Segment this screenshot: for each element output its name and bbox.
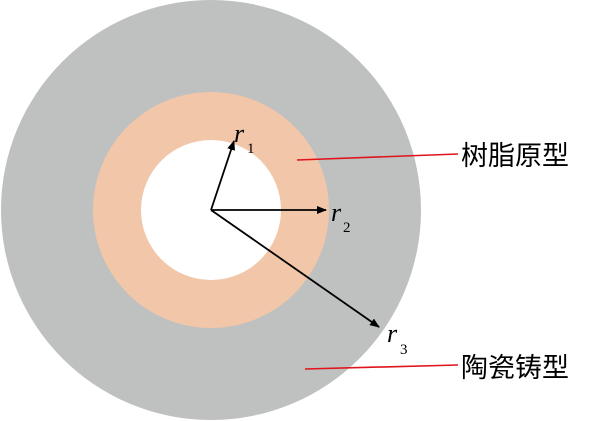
radius-arrow-r3 <box>210 209 380 328</box>
radius-label-r1: r <box>234 119 245 148</box>
leader-line-resin-pattern <box>296 153 459 161</box>
radius-arrow-r1 <box>210 140 235 211</box>
leader-line-ceramic-mold <box>304 364 459 370</box>
radius-label-r3: r <box>387 319 398 348</box>
radius-label-r2: r <box>331 198 342 227</box>
radius-subscript-r3: 3 <box>400 342 408 358</box>
callout-ceramic-mold: 陶瓷铸型 <box>461 353 569 384</box>
callout-resin-pattern: 树脂原型 <box>461 141 569 172</box>
radius-subscript-r1: 1 <box>247 141 255 157</box>
radius-subscript-r2: 2 <box>343 220 351 236</box>
